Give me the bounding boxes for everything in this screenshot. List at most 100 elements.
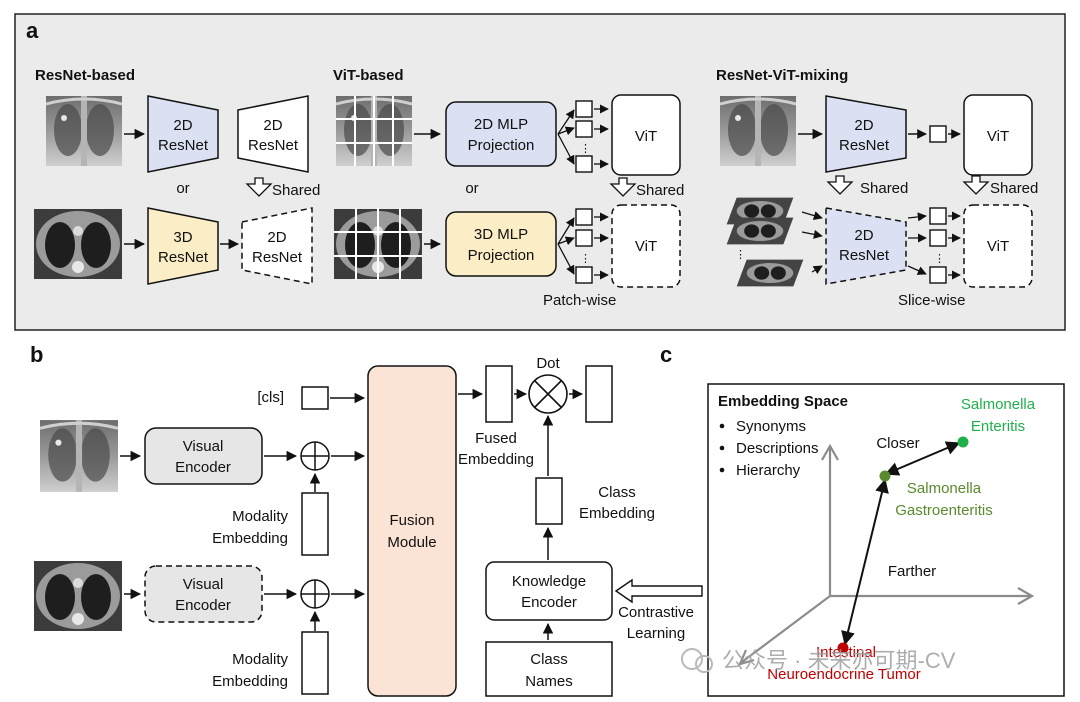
knowledge-encoder-label: Knowledge	[512, 573, 586, 590]
resnet-2d-block	[147, 95, 219, 173]
panel-b-letter: b	[30, 342, 43, 367]
dot-label: Dot	[536, 355, 560, 372]
mlp-3d-label: Projection	[468, 247, 535, 264]
vit-dashed-block	[611, 204, 681, 288]
visual-encoder-block	[144, 427, 263, 485]
patch-grid	[336, 96, 412, 166]
shared-label: Shared	[860, 180, 908, 197]
bullet-icon	[719, 423, 725, 429]
fusion-module-block	[367, 365, 457, 697]
farther-arrow	[841, 478, 889, 646]
bullet-icon	[719, 445, 725, 451]
resnet-3d-label: 3D	[173, 229, 192, 246]
resnet-2d-block	[825, 95, 907, 173]
cls-token-box	[301, 386, 329, 410]
token-box	[575, 155, 593, 173]
resnet-2d-label: ResNet	[839, 137, 890, 154]
arrow	[557, 236, 575, 246]
token-box	[575, 266, 593, 284]
resnet-2d-label: 2D	[263, 117, 282, 134]
vit-label: ViT	[635, 238, 657, 255]
resnet-based-title: ResNet-based	[35, 67, 135, 84]
contrastive-learning-label: Contrastive	[618, 604, 694, 621]
knowledge-encoder-label: Encoder	[521, 594, 577, 611]
intestinal-tumor-label: Neuroendocrine Tumor	[767, 666, 920, 683]
resnet-3d-label: ResNet	[158, 249, 209, 266]
token-box	[929, 207, 947, 225]
visual-encoder-label: Encoder	[175, 597, 231, 614]
fused-embedding-box	[485, 365, 513, 423]
bullet-descriptions: Descriptions	[736, 440, 819, 457]
ellipsis: ⋮	[580, 253, 591, 265]
resnet-2d-dashed-block	[241, 207, 313, 285]
intestinal-tumor-label: Intestinal	[816, 644, 876, 661]
resnet-2d-shared-block	[237, 95, 309, 173]
farther-label: Farther	[888, 563, 936, 580]
closer-label: Closer	[876, 435, 919, 452]
class-names-label: Names	[525, 673, 573, 690]
token-box	[575, 120, 593, 138]
modality-embedding-box	[301, 492, 329, 556]
modality-embedding-label: Modality	[232, 651, 288, 668]
arrow	[557, 126, 575, 136]
arrow	[557, 243, 575, 275]
resnet-vit-mixing-title: ResNet-ViT-mixing	[716, 67, 848, 84]
arrow	[557, 109, 575, 135]
arrow	[907, 212, 927, 222]
resnet-2d-label: ResNet	[158, 137, 209, 154]
token-box	[575, 229, 593, 247]
mlp-3d-projection-block	[445, 211, 557, 277]
mlp-2d-projection-block	[445, 101, 557, 167]
shared-arrow-icon	[609, 177, 637, 197]
ct-scan-image	[34, 561, 122, 631]
mlp-3d-label: 3D MLP	[474, 226, 528, 243]
slice-wise-label: Slice-wise	[898, 292, 966, 309]
ct-scan-image	[34, 209, 122, 279]
mlp-2d-label: 2D MLP	[474, 116, 528, 133]
panel-a-background	[14, 13, 1066, 331]
vit-label: ViT	[987, 128, 1009, 145]
ellipsis: ⋮	[735, 249, 746, 261]
token-box	[929, 266, 947, 284]
resnet-2d-label: ResNet	[252, 249, 303, 266]
shared-label: Shared	[272, 182, 320, 199]
embedding-space-title: Embedding Space	[718, 393, 848, 410]
resnet-2d-dashed-block	[825, 207, 907, 285]
vit-dashed-block	[963, 204, 1033, 288]
watermark-text: 公众号 · 未来亦可期-CV	[722, 648, 956, 673]
contrastive-arrow-icon	[614, 578, 703, 604]
arrow	[801, 211, 823, 221]
chest-xray-image	[46, 96, 122, 166]
modality-embedding-label: Embedding	[212, 673, 288, 690]
token-box	[575, 100, 593, 118]
bullet-synonyms: Synonyms	[736, 418, 806, 435]
fused-embedding-label: Embedding	[458, 451, 534, 468]
arrow	[801, 229, 823, 239]
bullet-hierarchy: Hierarchy	[736, 462, 801, 479]
output-embedding-box	[585, 365, 613, 423]
vit-block	[963, 94, 1033, 176]
shared-arrow-icon	[245, 177, 273, 197]
fusion-module-label: Fusion	[389, 512, 434, 529]
vit-label: ViT	[987, 238, 1009, 255]
token-box	[929, 125, 947, 143]
fused-embedding-label: Fused	[475, 430, 517, 447]
arrow	[557, 217, 575, 245]
fusion-module-label: Module	[387, 534, 436, 551]
resnet-3d-block	[147, 207, 219, 285]
mlp-2d-label: Projection	[468, 137, 535, 154]
intestinal-tumor-point	[837, 642, 849, 654]
patch-grid	[334, 208, 422, 280]
bullet-icon	[719, 467, 725, 473]
salmonella-gastroenteritis-label: Salmonella	[907, 480, 982, 497]
resnet-2d-label: 2D	[267, 229, 286, 246]
visual-encoder-label: Visual	[183, 576, 224, 593]
modality-embedding-label: Modality	[232, 508, 288, 525]
vit-label: ViT	[635, 128, 657, 145]
ellipsis: ⋮	[580, 143, 591, 155]
class-embedding-label: Class	[598, 484, 636, 501]
patch-wise-label: Patch-wise	[543, 292, 616, 309]
ct-slice-image	[726, 217, 794, 245]
knowledge-encoder-block	[485, 561, 613, 621]
